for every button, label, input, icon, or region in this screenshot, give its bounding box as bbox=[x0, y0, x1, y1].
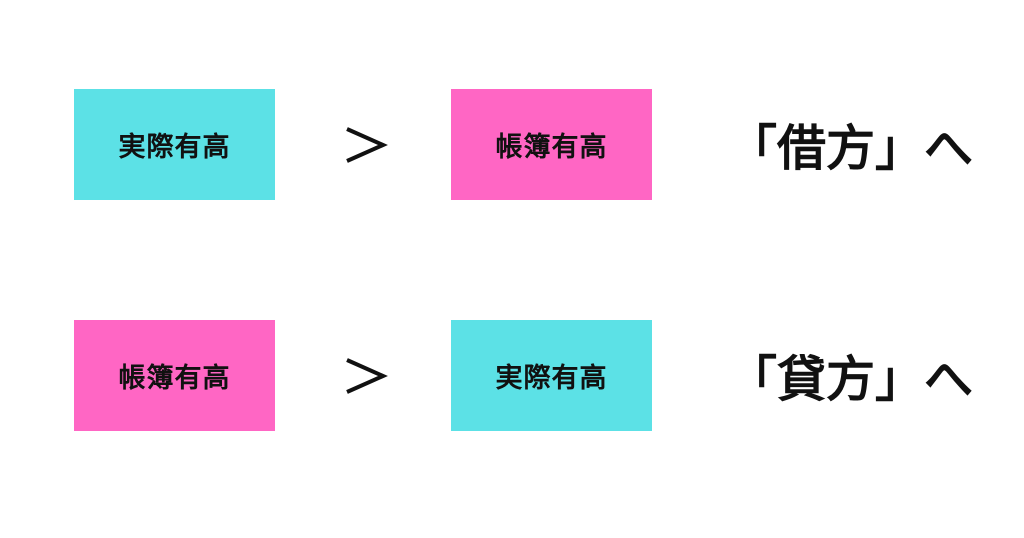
right-box: 実際有高 bbox=[451, 320, 652, 431]
left-box: 帳簿有高 bbox=[74, 320, 275, 431]
right-box: 帳簿有高 bbox=[451, 89, 652, 200]
result-label: 「貸方」へ bbox=[728, 351, 974, 408]
comparison-row-2: 帳簿有高 実際有高 「貸方」へ bbox=[0, 320, 1024, 432]
left-box: 実際有高 bbox=[74, 89, 275, 200]
result-label: 「借方」へ bbox=[728, 120, 974, 177]
greater-than-glyph bbox=[346, 357, 388, 394]
greater-than-icon bbox=[330, 89, 400, 200]
greater-than-glyph bbox=[346, 126, 388, 163]
greater-than-icon bbox=[330, 320, 400, 431]
comparison-row-1: 実際有高 帳簿有高 「借方」へ bbox=[0, 89, 1024, 201]
